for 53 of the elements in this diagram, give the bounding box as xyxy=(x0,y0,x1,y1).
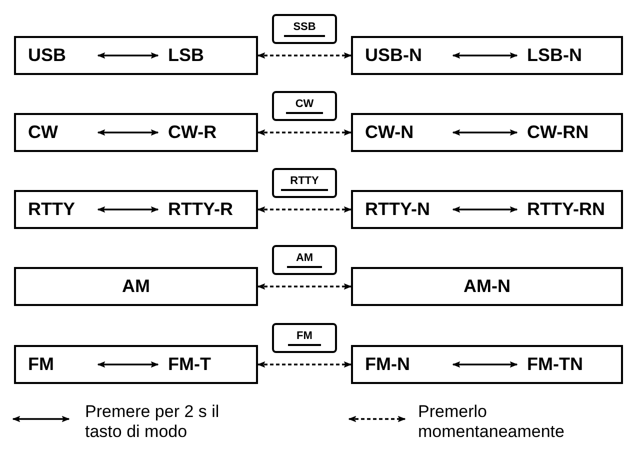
mode-label: FM xyxy=(28,347,98,382)
arrow xyxy=(257,129,352,136)
mode-group-box xyxy=(14,113,258,152)
key-label: FM xyxy=(288,330,322,346)
arrow xyxy=(97,361,159,368)
arrow xyxy=(257,283,352,290)
arrow xyxy=(452,361,518,368)
mode-label: RTTY-R xyxy=(158,192,253,227)
mode-key xyxy=(272,245,337,275)
mode-key xyxy=(272,168,337,198)
mode-label: FM-TN xyxy=(517,347,621,382)
mode-group-box xyxy=(351,190,623,229)
arrow xyxy=(257,52,352,59)
mode-group-box xyxy=(351,267,623,306)
arrow xyxy=(452,206,518,213)
mode-group-box xyxy=(14,345,258,384)
arrow xyxy=(97,206,159,213)
arrow xyxy=(452,52,518,59)
mode-group-box xyxy=(14,190,258,229)
arrow xyxy=(257,361,352,368)
mode-label: AM xyxy=(122,275,150,298)
mode-label: LSB xyxy=(158,38,253,73)
mode-label: CW-RN xyxy=(517,115,621,150)
mode-label: RTTY xyxy=(28,192,98,227)
mode-label: RTTY-RN xyxy=(517,192,621,227)
mode-group-box xyxy=(351,113,623,152)
key-label: RTTY xyxy=(281,175,328,191)
mode-key xyxy=(272,14,337,44)
mode-label: FM-T xyxy=(158,347,253,382)
mode-label: AM-N xyxy=(464,275,510,298)
legend-label: Premerlo momentaneamente xyxy=(418,402,563,442)
mode-group-box xyxy=(351,36,623,75)
arrow xyxy=(257,206,352,213)
mode-label: LSB-N xyxy=(517,38,621,73)
key-label: AM xyxy=(286,252,322,268)
arrow xyxy=(97,129,159,136)
legend-label: Premere per 2 s il tasto di modo xyxy=(85,402,220,442)
key-label: CW xyxy=(286,98,323,114)
mode-label: USB-N xyxy=(365,38,453,73)
mode-label: CW xyxy=(28,115,98,150)
arrow xyxy=(452,129,518,136)
mode-group-box xyxy=(14,36,258,75)
mode-label: CW-R xyxy=(158,115,253,150)
mode-label: USB xyxy=(28,38,98,73)
mode-key xyxy=(272,91,337,121)
mode-key xyxy=(272,323,337,353)
mode-group-box xyxy=(351,345,623,384)
mode-group-box xyxy=(14,267,258,306)
mode-label: RTTY-N xyxy=(365,192,453,227)
key-label: SSB xyxy=(284,21,325,37)
mode-label: CW-N xyxy=(365,115,453,150)
arrow xyxy=(97,52,159,59)
mode-label: FM-N xyxy=(365,347,453,382)
